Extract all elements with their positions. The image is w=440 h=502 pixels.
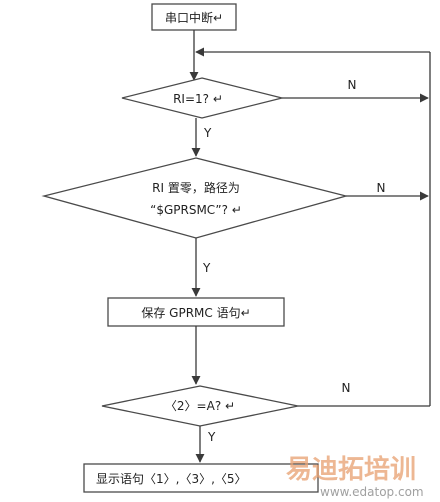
decision-ri-label: RI=1? ↵ <box>173 92 223 106</box>
decision-gprsmc-label-line1: RI 置零，路径为 <box>152 180 240 195</box>
decision-a-label: 〈2〉=A? ↵ <box>165 399 235 413</box>
decision-gprsmc-label-line2: “$GPRSMC”? ↵ <box>150 203 242 217</box>
edge-a-yes-label: Y <box>207 430 216 444</box>
edge-gprsmc-yes-label: Y <box>202 261 211 275</box>
start-node-label: 串口中断↵ <box>165 10 223 25</box>
edge-gprsmc-no-label: N <box>377 181 386 195</box>
start-node <box>151 3 237 31</box>
decision-gprsmc-node <box>41 157 349 239</box>
watermark-brand: 易迪拓培训 <box>286 455 416 485</box>
process-display-label: 显示语句〈1〉,〈3〉,〈5〉 <box>96 472 247 486</box>
edge-ri-no-label: N <box>348 78 357 92</box>
edge-ri-yes-label: Y <box>203 126 212 140</box>
process-save-label: 保存 GPRMC 语句↵ <box>141 306 250 320</box>
watermark-url: www.edatop.com <box>320 485 424 499</box>
process-display-node <box>83 463 319 493</box>
edge-a-no-label: N <box>342 381 351 395</box>
decision-ri-node <box>121 77 283 119</box>
